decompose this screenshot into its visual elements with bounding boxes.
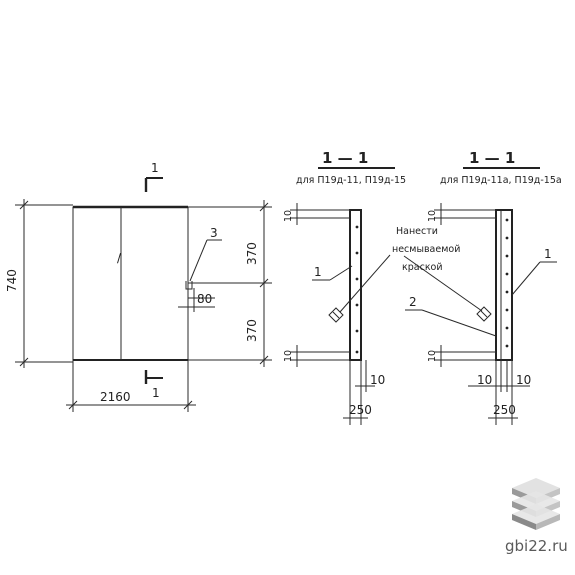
slab-section-left	[349, 209, 362, 361]
brand-site: gbi22.ru	[505, 537, 568, 555]
svg-text:Нанести: Нанести	[396, 226, 438, 237]
svg-text:10: 10	[283, 350, 294, 362]
svg-text:10: 10	[516, 373, 531, 387]
dim-right-halves: 370 370	[188, 200, 272, 367]
marking-note: Нанести несмываемой краской	[339, 226, 483, 313]
panel-outline	[72, 206, 189, 361]
svg-text:несмываемой: несмываемой	[392, 244, 460, 255]
svg-text:1: 1	[151, 161, 159, 175]
stacked-slabs-icon	[512, 478, 560, 530]
svg-text:370: 370	[245, 319, 259, 342]
marking-diamond-left	[328, 307, 344, 323]
svg-text:1: 1	[152, 386, 160, 400]
section-left: 1 — 1 для П19д-11, П19д-15 10 10 10 250	[283, 149, 406, 425]
dim-gap: 80	[178, 288, 215, 312]
section-right: 1 — 1 для П19д-11а, П19д-15а 10 10 10 10	[405, 149, 562, 425]
center-mark: /	[117, 251, 122, 265]
section-left-title: 1 — 1	[322, 149, 368, 167]
svg-text:80: 80	[197, 292, 212, 306]
svg-text:250: 250	[493, 403, 516, 417]
svg-text:10: 10	[370, 373, 385, 387]
section-right-title: 1 — 1	[469, 149, 515, 167]
rebar-dots-right	[505, 218, 509, 348]
rebar-dots-left	[355, 225, 359, 354]
section-left-subtitle: для П19д-11, П19д-15	[296, 175, 406, 186]
cut-marker-top: 1	[144, 161, 163, 192]
dim-width: 2160	[66, 360, 196, 412]
svg-text:10: 10	[283, 210, 294, 222]
svg-text:краской: краской	[402, 262, 443, 273]
svg-text:10: 10	[427, 210, 438, 222]
plan-view: / 1 1 740 2160	[5, 161, 272, 412]
dim-height: 740	[5, 199, 73, 368]
dim-height-label: 740	[5, 269, 19, 292]
svg-text:1: 1	[314, 265, 322, 279]
svg-text:370: 370	[245, 242, 259, 265]
slab-section-right	[495, 209, 513, 361]
marking-diamond-right	[476, 306, 492, 322]
svg-text:10: 10	[427, 350, 438, 362]
cut-marker-bottom: 1	[144, 370, 163, 400]
dim-width-label: 2160	[100, 390, 131, 404]
svg-text:2: 2	[409, 295, 417, 309]
callout-3: 3	[185, 226, 222, 290]
svg-text:250: 250	[349, 403, 372, 417]
svg-text:3: 3	[210, 226, 218, 240]
section-right-subtitle: для П19д-11а, П19д-15а	[440, 175, 562, 186]
svg-text:1: 1	[544, 247, 552, 261]
svg-text:10: 10	[477, 373, 492, 387]
